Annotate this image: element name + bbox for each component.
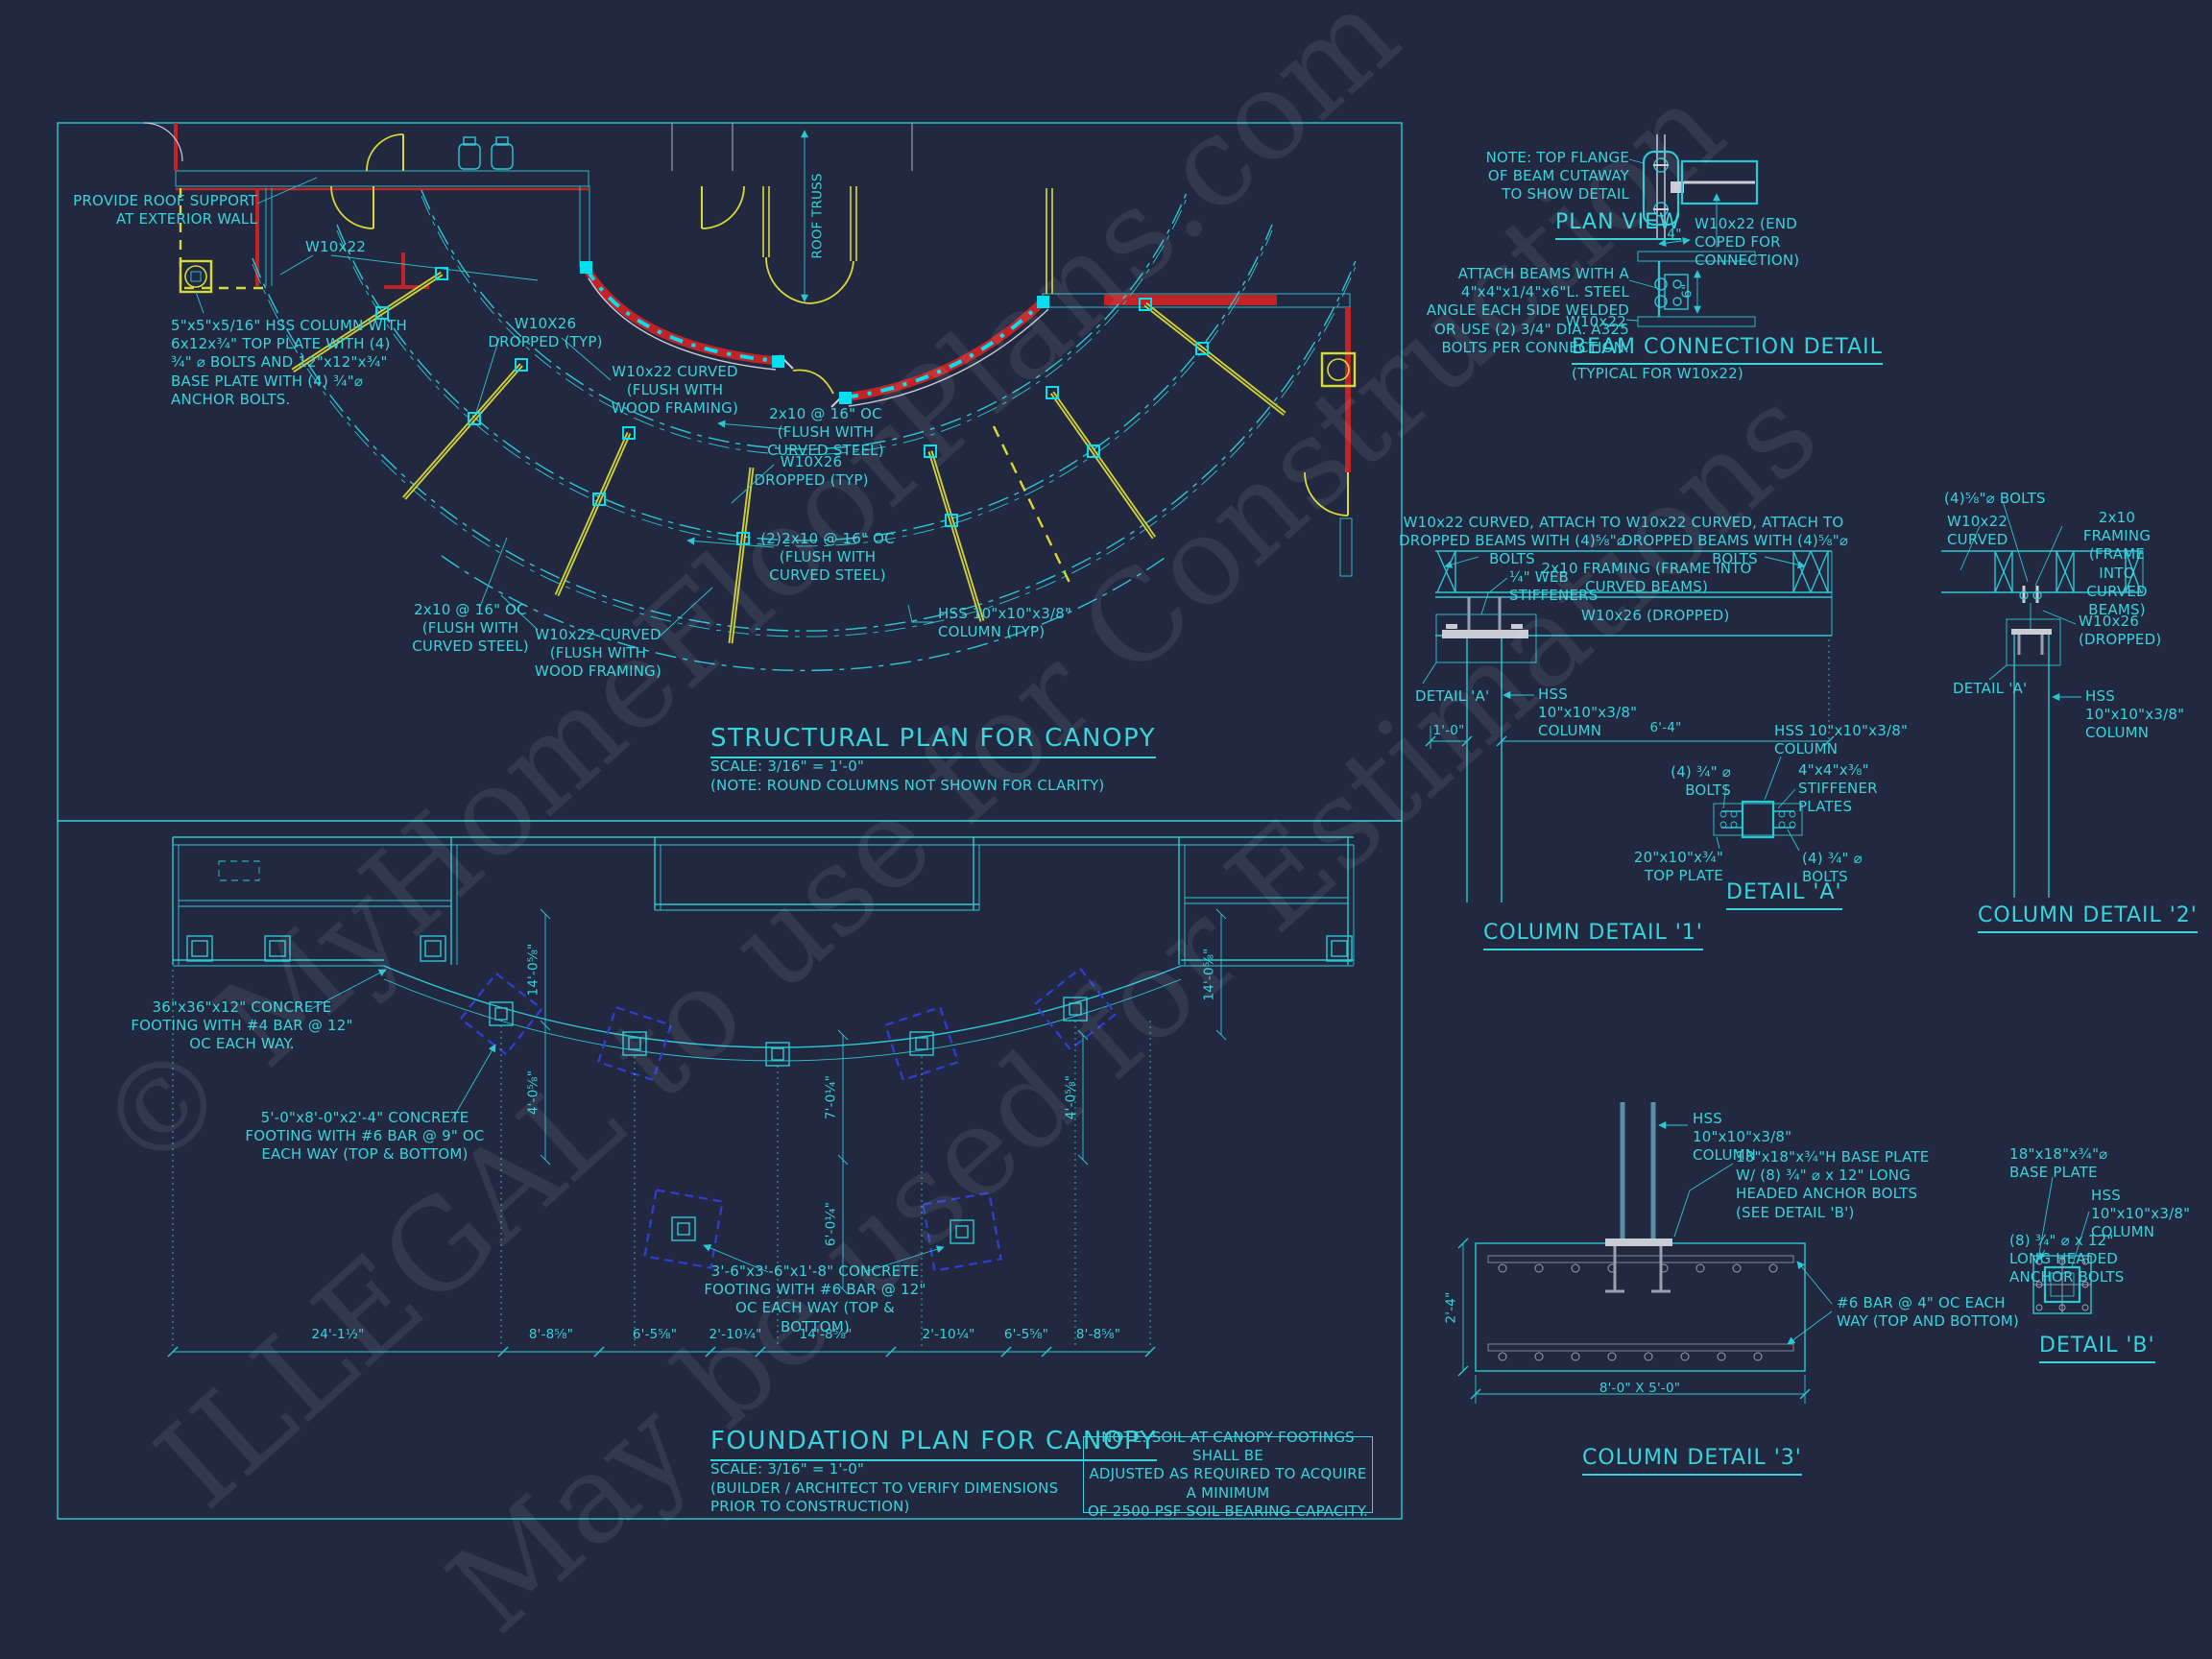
detail-b-drawing	[2032, 1176, 2092, 1314]
detail-a-bolts-bottom: (4) ¾" ⌀ BOLTS	[1802, 850, 1863, 886]
col3-dim-v: 2'-4"	[1443, 1291, 1459, 1324]
beam-connection-title: BEAM CONNECTION DETAIL	[1572, 334, 1883, 366]
col1-dim-6-4: 6'-4"	[1649, 720, 1682, 735]
vdim-4-0-left: 4'-0⅝"	[525, 1070, 541, 1116]
structural-plan-title: STRUCTURAL PLAN FOR CANOPY	[710, 723, 1156, 759]
vdim-6-0: 6'-0¼"	[823, 1201, 839, 1247]
col1-attach-note-left: W10x22 CURVED, ATTACH TO DROPPED BEAMS W…	[1398, 514, 1626, 568]
col1-dim-1-0: 1'-0"	[1432, 723, 1465, 738]
detail-a-top-plate: 20"x10"x¾" TOP PLATE	[1633, 849, 1723, 885]
column-detail-3-drawing	[1457, 1102, 1833, 1404]
beam-connection-subtitle: (TYPICAL FOR W10x22)	[1572, 365, 1743, 382]
soil-note-box: NOTE: SOIL AT CANOPY FOOTINGS SHALL BE A…	[1083, 1429, 1373, 1520]
dim-14-8: 14'-8⅝"	[799, 1327, 853, 1342]
label-w10x22-beam: W10x22	[305, 238, 367, 255]
col2-bolts: (4)⅝"⌀ BOLTS	[1944, 490, 2046, 507]
dim-6-5b: 6'-5⅝"	[1003, 1327, 1049, 1342]
dim-8-8a: 8'-8⅝"	[528, 1327, 574, 1342]
structural-plan-note: (NOTE: ROUND COLUMNS NOT SHOWN FOR CLARI…	[710, 777, 1105, 794]
dim-6-5a: 6'-5⅝"	[632, 1327, 678, 1342]
structural-plan-scale: SCALE: 3/16" = 1'-0"	[710, 757, 865, 775]
label-roof-truss: ROOF TRUSS	[809, 173, 826, 259]
vdim-14-0-left: 14'-0⅝"	[525, 943, 541, 997]
detail-a-hss: HSS 10"x10"x3/8" COLUMN	[1774, 722, 1909, 758]
detail-b-anchor: (8) ¾" ⌀ x 12" LONG HEADED ANCHOR BOLTS	[2009, 1232, 2125, 1286]
label-joists-double: (2)2x10 @ 16" OC (FLUSH WITH CURVED STEE…	[760, 530, 895, 585]
detail-a-bolts-top: (4) ¾" ⌀ BOLTS	[1671, 763, 1731, 800]
label-w10x22-curved-lower: W10x22 CURVED (FLUSH WITH WOOD FRAMING)	[534, 626, 662, 681]
plan-view-title: PLAN VIEW	[1555, 209, 1681, 241]
plan-view-note: NOTE: TOP FLANGE OF BEAM CUTAWAY TO SHOW…	[1485, 149, 1629, 204]
column-detail-3-title: COLUMN DETAIL '3'	[1582, 1445, 1802, 1477]
note-footing-5x8: 5'-0"x8'-0"x2'-4" CONCRETE FOOTING WITH …	[245, 1109, 485, 1164]
col1-attach-note-right: W10x22 CURVED, ATTACH TO DROPPED BEAMS W…	[1621, 514, 1849, 568]
dim-24-1: 24'-1½"	[311, 1327, 365, 1342]
column-detail-1-drawing	[1422, 550, 1835, 902]
label-hss-column-typ: HSS 10"x10"x3/8" COLUMN (TYP)	[938, 605, 1072, 641]
dim-2-10a: 2'-10¼"	[709, 1327, 762, 1342]
dim-8-8b: 8'-8⅝"	[1075, 1327, 1121, 1342]
col1-w10x26: W10x26 (DROPPED)	[1581, 607, 1730, 624]
structural-leader-lines	[195, 177, 934, 637]
detail-a-drawing	[1713, 756, 1803, 852]
foundation-plan-note: (BUILDER / ARCHITECT TO VERIFY DIMENSION…	[710, 1479, 1059, 1516]
soil-note-text: NOTE: SOIL AT CANOPY FOOTINGS SHALL BE A…	[1087, 1429, 1369, 1520]
note-footing-36: 36"x36"x12" CONCRETE FOOTING WITH #4 BAR…	[131, 998, 353, 1053]
label-w10x26-dropped-right: W10X26 DROPPED (TYP)	[754, 453, 869, 490]
foundation-plan-drawing	[57, 820, 1403, 1520]
vdim-14-0-right: 14'-0⅝"	[1201, 948, 1217, 1001]
label-joists-right: 2x10 @ 16" OC (FLUSH WITH CURVED STEEL)	[767, 405, 884, 460]
label-joists-left: 2x10 @ 16" OC (FLUSH WITH CURVED STEEL)	[412, 601, 529, 656]
canopy-curved-beams	[252, 189, 1358, 672]
col2-w10x22: W10x22 CURVED	[1947, 513, 2008, 549]
note-hss-column: 5"x5"x5/16" HSS COLUMN WITH 6x12x¾" TOP …	[171, 317, 407, 408]
column-detail-2-drawing	[1941, 500, 2144, 898]
note-footing-3-6: 3'-6"x3'-6"x1'-8" CONCRETE FOOTING WITH …	[704, 1262, 926, 1335]
dim-4in: 4"	[1667, 227, 1682, 242]
label-w10x22-section: W10x22	[1565, 313, 1626, 330]
detail-a-title: DETAIL 'A'	[1726, 879, 1842, 911]
detail-b-title: DETAIL 'B'	[2039, 1333, 2155, 1364]
dim-2-10b: 2'-10¼"	[922, 1327, 975, 1342]
col3-base-plate: 18"x18"x¾"H BASE PLATE W/ (8) ¾" ⌀ x 12"…	[1736, 1148, 1930, 1221]
foundation-plan-scale: SCALE: 3/16" = 1'-0"	[710, 1460, 865, 1478]
col3-dim: 8'-0" X 5'-0"	[1599, 1381, 1681, 1396]
vdim-7-0: 7'-0¼"	[823, 1074, 839, 1120]
col3-hss: HSS 10"x10"x3/8" COLUMN	[1693, 1110, 1792, 1165]
col2-detail-a-ref: DETAIL 'A'	[1953, 680, 2028, 697]
label-w10x22-curved-upper: W10x22 CURVED (FLUSH WITH WOOD FRAMING)	[611, 363, 739, 418]
col1-web-stiffeners: ¼" WEB STIFFENERS	[1509, 568, 1599, 605]
beam-connection-detail-drawing	[1625, 134, 1759, 327]
vdim-4-0-right: 4'-0⅝"	[1063, 1074, 1079, 1120]
detail-b-base-plate: 18"x18"x¾"⌀ BASE PLATE	[2009, 1145, 2108, 1182]
col3-rebar: #6 BAR @ 4" OC EACH WAY (TOP AND BOTTOM)	[1837, 1294, 2019, 1331]
beam-connection-attach-note: ATTACH BEAMS WITH A 4"x4"x1/4"x6"L. STEE…	[1426, 265, 1629, 356]
label-w10x22-coped: W10x22 (END COPED FOR CONNECTION)	[1695, 215, 1800, 270]
note-provide-roof-support: PROVIDE ROOF SUPPORT AT EXTERIOR WALL	[73, 192, 257, 228]
column-detail-2-title: COLUMN DETAIL '2'	[1978, 902, 2198, 934]
col1-framing: 2x10 FRAMING (FRAME INTO CURVED BEAMS)	[1541, 560, 1752, 596]
col2-framing: 2x10 FRAMING (FRAME INTO CURVED BEAMS)	[2082, 509, 2152, 618]
col2-hss: HSS 10"x10"x3/8" COLUMN	[2085, 687, 2185, 742]
col1-hss: HSS 10"x10"x3/8" COLUMN	[1538, 685, 1638, 740]
detail-b-hss: HSS 10"x10"x3/8" COLUMN	[2091, 1187, 2191, 1241]
col1-detail-a-ref: DETAIL 'A'	[1415, 687, 1490, 705]
col2-w10x26: W10x26 (DROPPED)	[2079, 613, 2162, 649]
dim-6in: 6"	[1679, 283, 1695, 299]
structural-plan-drawing	[57, 122, 1403, 822]
detail-a-stiffener: 4"x4"x⅜" STIFFENER PLATES	[1798, 761, 1878, 816]
label-w10x26-dropped-left: W10X26 DROPPED (TYP)	[488, 315, 603, 351]
foundation-plan-title: FOUNDATION PLAN FOR CANOPY	[710, 1426, 1157, 1462]
column-detail-1-title: COLUMN DETAIL '1'	[1483, 920, 1703, 951]
